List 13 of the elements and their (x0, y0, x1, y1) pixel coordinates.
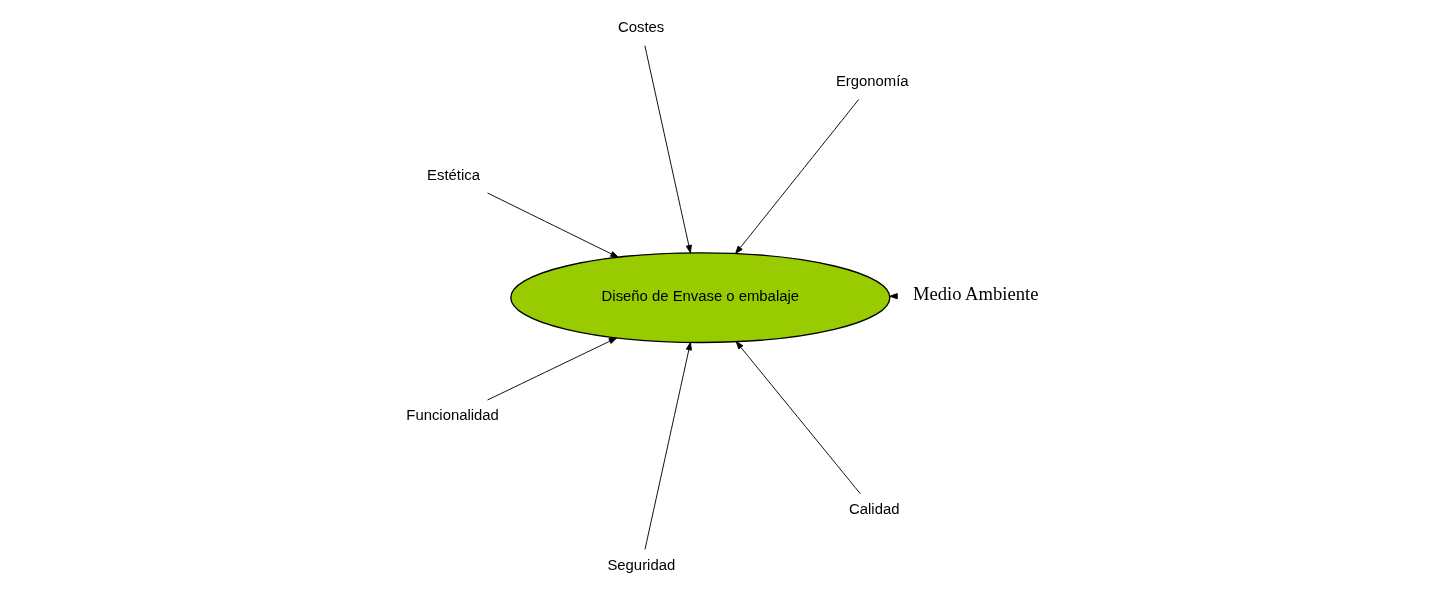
node-text: Seguridad (606, 556, 675, 573)
node-text: Ergonomía (835, 73, 909, 90)
arrow (486, 337, 617, 401)
node-text: Calidad (848, 501, 899, 518)
arrow (735, 341, 861, 495)
arrow (486, 192, 619, 258)
arrow (644, 341, 692, 550)
node-text: Funcionalidad (405, 407, 499, 424)
node-text: Estética (426, 166, 480, 183)
arrow (643, 45, 692, 254)
node-text: Medio Ambiente (912, 283, 1038, 305)
arrow (734, 98, 859, 255)
node-text: Costes (617, 19, 664, 36)
